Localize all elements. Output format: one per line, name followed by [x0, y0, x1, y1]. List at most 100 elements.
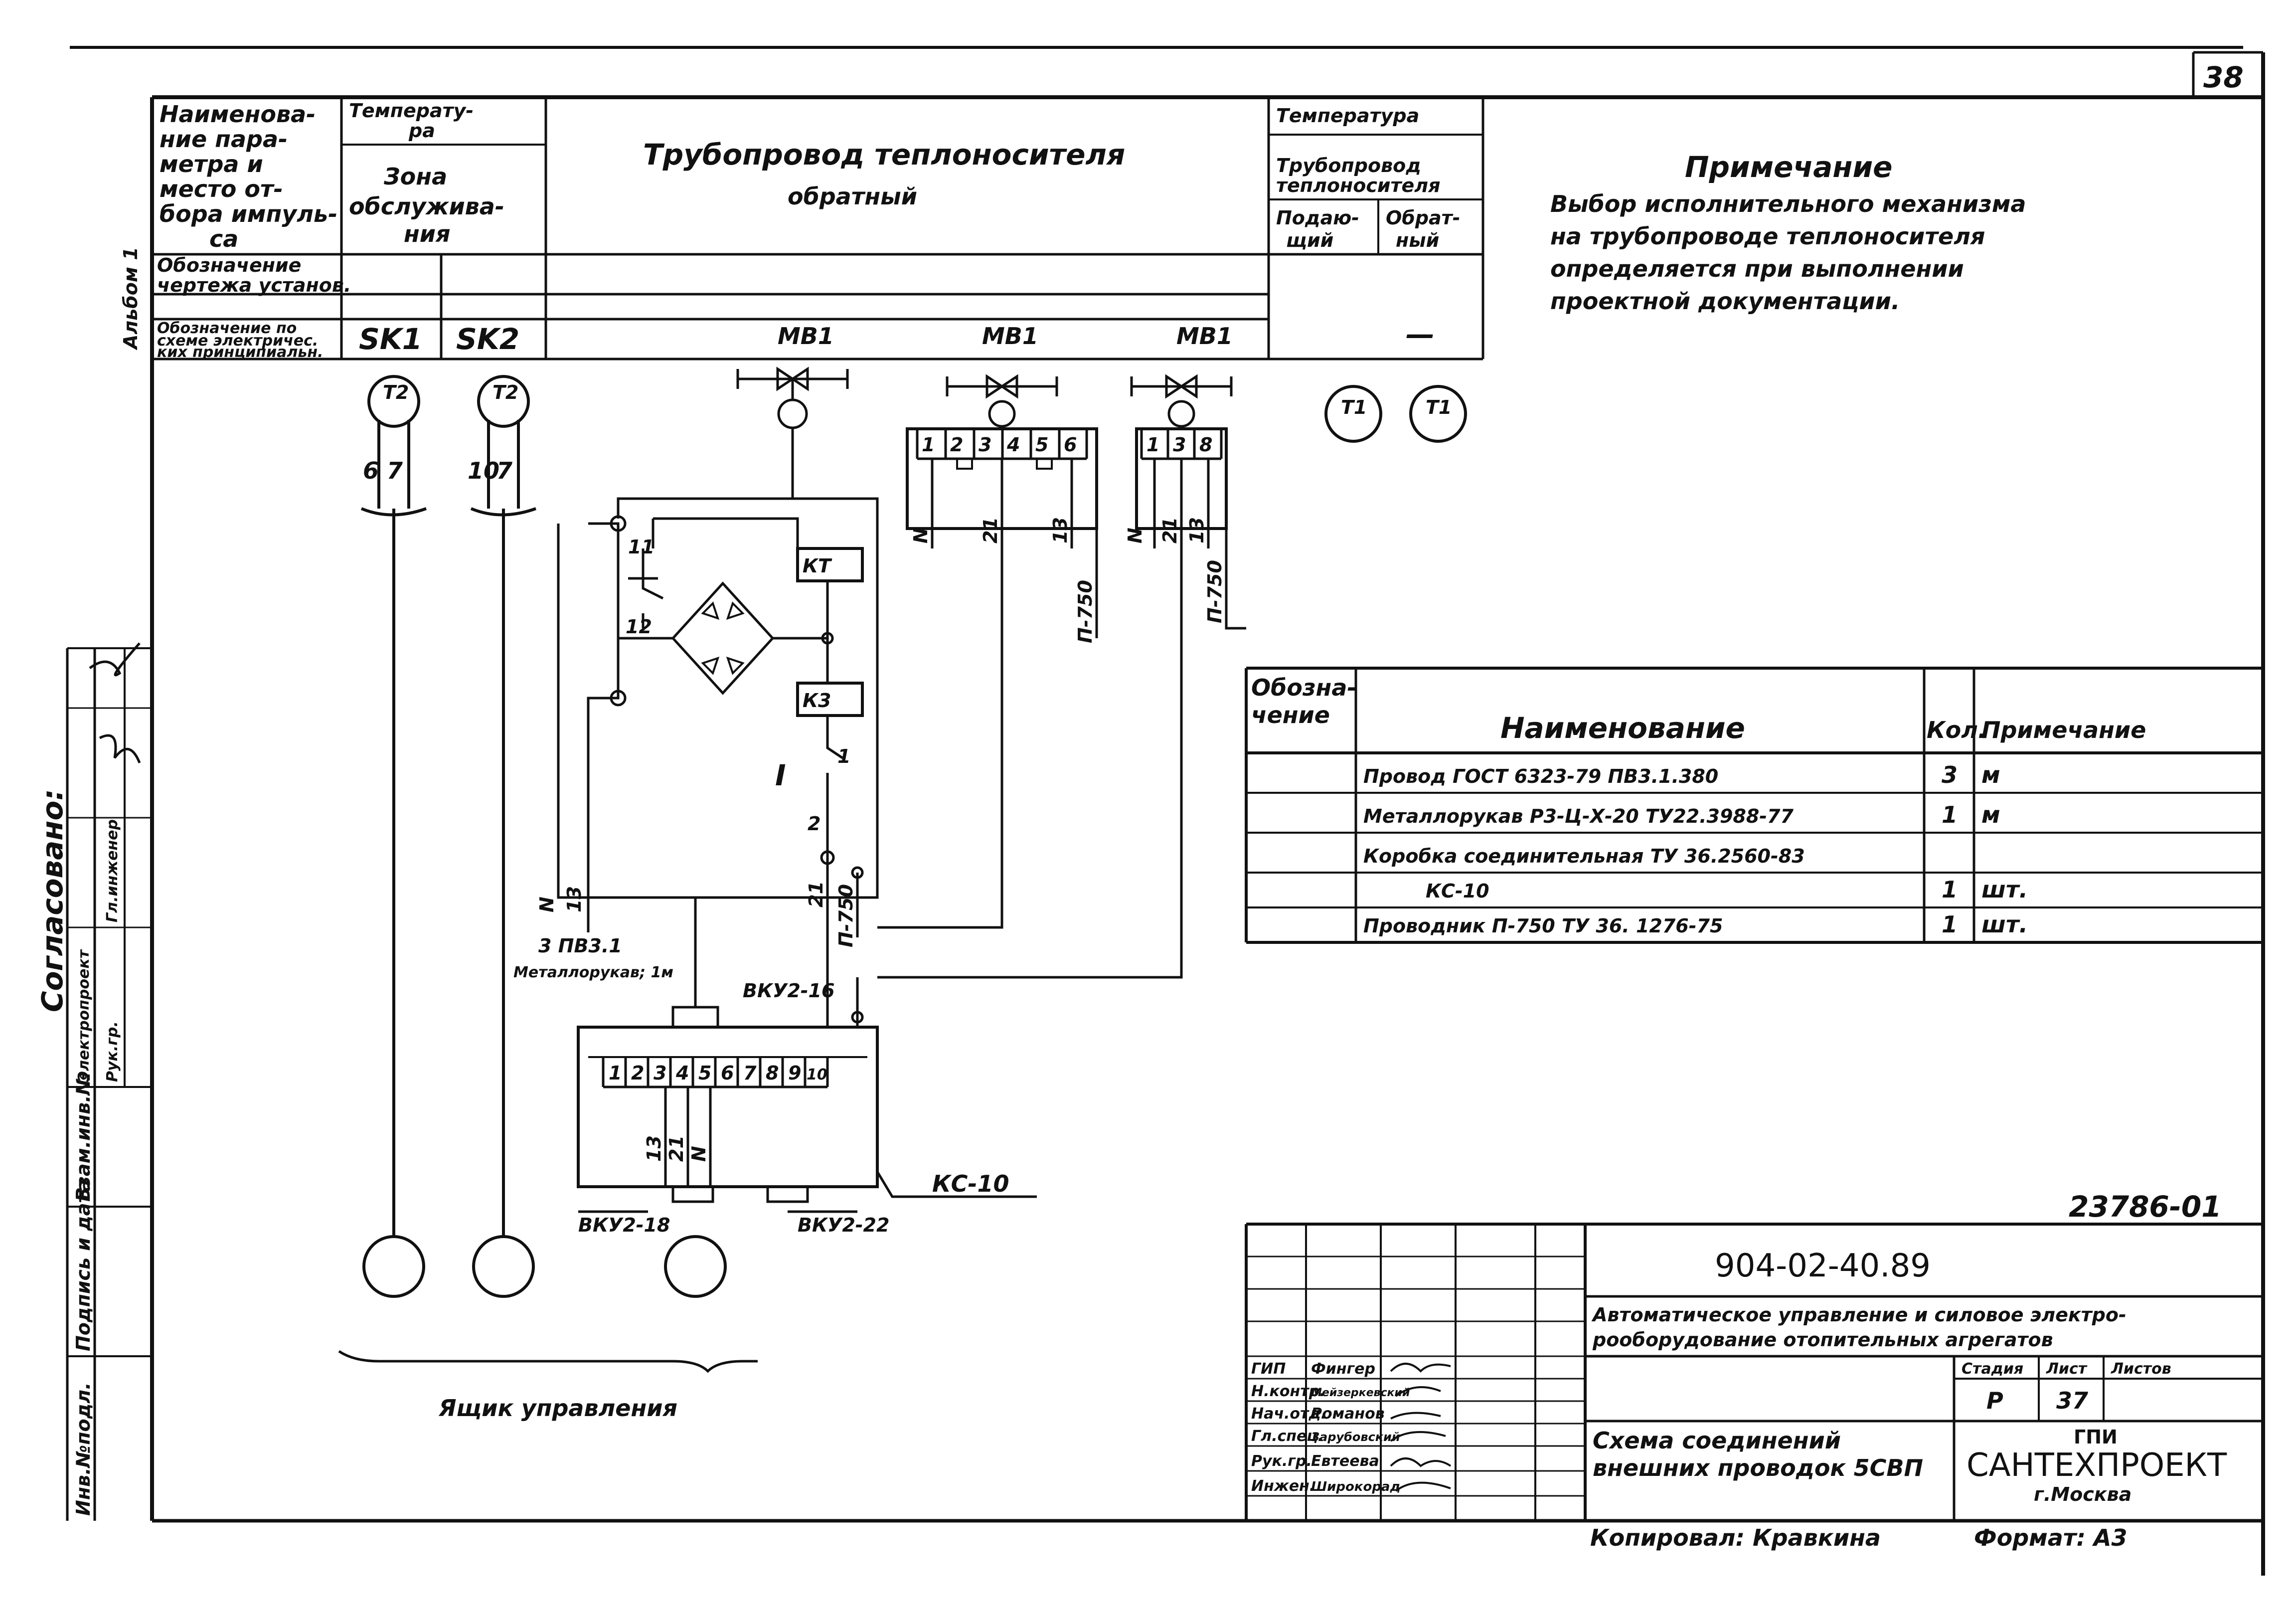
mb1-label-b: МВ1 — [982, 323, 1038, 350]
spec-row-note: шт. — [1981, 876, 2028, 903]
spec-row-qty: 1 — [1942, 801, 1958, 828]
terminal-circle — [472, 1235, 535, 1298]
sign-date-label: Подпись и дата — [72, 1179, 94, 1351]
agreed-label: Согласовано: — [35, 789, 69, 1012]
box-terminal: 10 — [807, 1066, 827, 1083]
stamp-name: Фингер — [1311, 1360, 1375, 1378]
album-label: Альбом 1 — [120, 247, 142, 351]
mb1-label-c: МВ1 — [1176, 323, 1233, 350]
relay-kt-label: КТ — [803, 555, 832, 577]
vku-18-label: ВКУ2-18 — [578, 1214, 670, 1236]
control-box-label: Ящик управления — [438, 1395, 677, 1422]
valve-mb1-a — [877, 374, 1098, 929]
right-return-label: Обрат- — [1386, 207, 1460, 229]
stamp-name: Евтеева — [1311, 1452, 1379, 1470]
box-terminal: 5 — [698, 1062, 711, 1084]
note-line: проектной документации. — [1550, 288, 1900, 315]
note-line: Выбор исполнительного механизма — [1550, 190, 2026, 217]
spec-row-note: м — [1981, 761, 2000, 788]
stamp-role: ГИП — [1251, 1360, 1286, 1378]
row-scheme-label: ких принципиальн. — [157, 344, 323, 361]
tube-num-7a: 7 — [387, 457, 403, 484]
sheet-number: 37 — [2056, 1387, 2088, 1414]
right-pipe-label: теплоносителя — [1276, 175, 1441, 196]
t2-left-label: Т2 — [383, 381, 409, 403]
stamp-title-line: рооборудование отопительных агрегатов — [1592, 1329, 2053, 1351]
head-label: Рук.гр. — [104, 1021, 121, 1082]
dash-label: — — [1406, 317, 1435, 351]
right-supply-label: Подаю- — [1276, 207, 1359, 229]
signature-mark — [99, 734, 141, 763]
wire-21c-label: 21 — [805, 881, 827, 907]
stamp-role: Рук.гр. — [1251, 1452, 1312, 1470]
tube-num-7b: 7 — [496, 457, 512, 484]
org-line-3: г.Москва — [2034, 1483, 2132, 1505]
terminal-a: 3 — [979, 434, 991, 456]
contact-11-label: 11 — [628, 536, 655, 558]
t2-right-label: Т2 — [492, 381, 518, 403]
sk2-label: SK2 — [456, 322, 519, 356]
wire-21b-label: 21 — [1159, 517, 1181, 543]
spec-row-note: м — [1981, 801, 2000, 828]
t1-left-label: Т1 — [1341, 396, 1367, 418]
replace-label: Взам.инв.№ — [72, 1073, 94, 1202]
spec-header-note: Примечание — [1981, 717, 2146, 743]
tube-num-6: 6 — [363, 457, 379, 484]
param-label-line: метра и — [160, 151, 263, 178]
cable-label-1: 3 ПВ3.1 — [538, 935, 622, 957]
right-supply-label: щий — [1286, 229, 1333, 251]
cable-label-2: Металлорукав; 1м — [513, 964, 673, 981]
page-number: 38 — [2203, 60, 2244, 94]
right-return-label: ный — [1396, 229, 1439, 251]
spec-row-qty: 1 — [1942, 876, 1958, 903]
box-terminal: 8 — [766, 1062, 779, 1084]
terminal-a: 2 — [950, 434, 963, 456]
copy-number: 23786-01 — [2069, 1190, 2222, 1224]
relay-k3-label: К3 — [803, 690, 831, 712]
spec-header-qty: Кол. — [1927, 717, 1986, 743]
stamp-name: Широкорад — [1311, 1479, 1400, 1494]
inv-orig-label: Инв.№подл. — [72, 1382, 94, 1516]
row-drawing-label: чертежа установ. — [157, 274, 351, 296]
stamp-name: Романов — [1311, 1405, 1385, 1423]
p750-label-b: П-750 — [1204, 560, 1226, 623]
stamp-role: Нач.отд. — [1251, 1405, 1326, 1423]
terminal-b: 8 — [1199, 434, 1212, 456]
mb1-label-a: МВ1 — [778, 323, 834, 350]
wire-n1-label: N — [910, 528, 932, 543]
header-table — [152, 97, 1484, 360]
wire-21a-label: 21 — [980, 517, 1001, 543]
terminal-a: 5 — [1035, 434, 1048, 456]
title-block — [1245, 1223, 2263, 1521]
sheet-code: 904-02-40.89 — [1715, 1248, 1931, 1284]
switch-2-label: 2 — [808, 813, 820, 835]
zone-label-line: ния — [404, 220, 451, 247]
spec-header-name: Наименование — [1500, 711, 1745, 745]
stamp-name: Мейзеркевский — [1311, 1387, 1410, 1399]
kc10-label: КС-10 — [932, 1170, 1009, 1197]
temp-label-line: Температу- — [349, 100, 474, 122]
sheet-title-line: Схема соединений — [1593, 1427, 1841, 1454]
stamp-role: Гл.спец. — [1251, 1428, 1323, 1445]
sk1-label: SK1 — [359, 322, 422, 356]
param-label-line: Наименова- — [160, 101, 316, 128]
zone-label-line: обслужива- — [349, 193, 504, 220]
temp-label-line: ра — [408, 120, 435, 142]
box-terminal: 3 — [654, 1062, 666, 1084]
spec-row-name: Провод ГОСТ 6323-79 ПВ3.1.380 — [1363, 765, 1718, 787]
terminal-b: 1 — [1147, 434, 1159, 456]
sheets-label: Листов — [2111, 1360, 2171, 1378]
wire-13b-label: 13 — [1186, 517, 1208, 543]
sensor-t2-right — [470, 375, 537, 1237]
terminal-circle — [664, 1235, 727, 1298]
spec-table — [1245, 667, 2263, 944]
stamp-role: Инжен. — [1251, 1477, 1315, 1495]
spec-header-designation: чение — [1251, 702, 1330, 728]
param-label-line: ние пара- — [160, 126, 288, 153]
chief-label: Гл.инженер — [104, 819, 121, 922]
terminal-circle — [362, 1235, 425, 1298]
elproject-label: Электропроект — [75, 949, 93, 1082]
stage-value: Р — [1986, 1387, 2003, 1414]
row-drawing-label: Обозначение — [157, 254, 301, 276]
